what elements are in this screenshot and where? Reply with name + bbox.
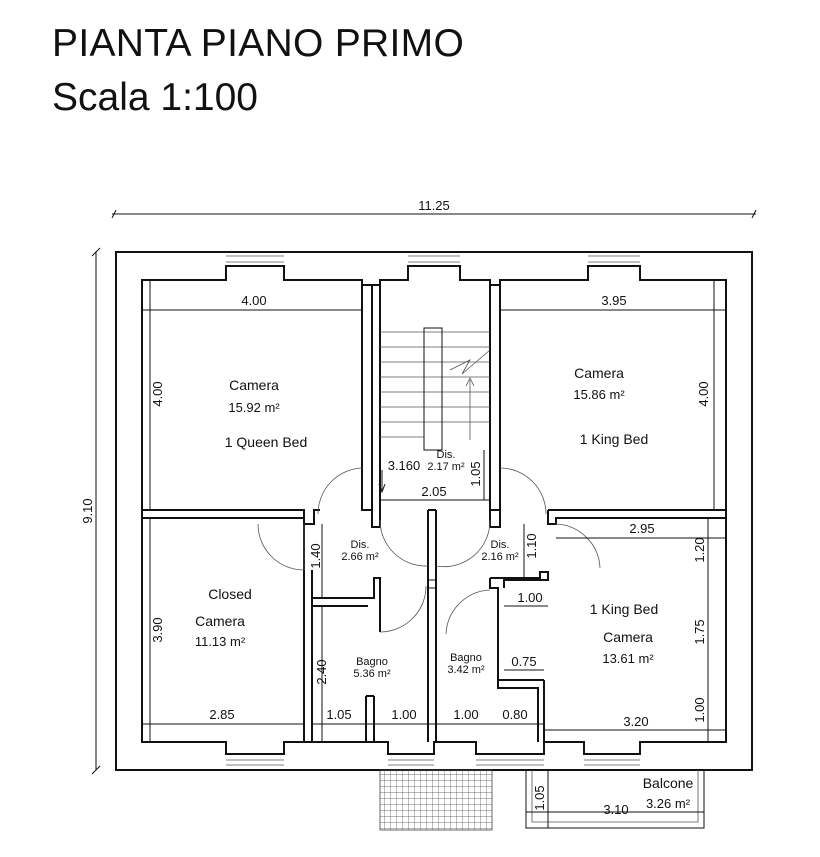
dim-balcony-width: 3.10 xyxy=(603,802,628,817)
dim-bottom-0-80: 0.80 xyxy=(502,707,527,722)
dim-room5-width-100: 1.00 xyxy=(517,590,542,605)
room1-bed: 1 Queen Bed xyxy=(225,434,308,450)
dim-total-depth: 9.10 xyxy=(80,498,95,523)
dimension-lines xyxy=(91,209,757,828)
room4-area: 11.13 m² xyxy=(195,634,246,649)
scale-label: Scala 1:100 xyxy=(52,76,258,119)
dim-bottom-1-00-a: 1.00 xyxy=(391,707,416,722)
dim-room5-height-175: 1.75 xyxy=(692,619,707,644)
dim-room2-depth: 4.00 xyxy=(696,381,711,406)
dim-total-width: 11.25 xyxy=(418,198,450,213)
outer-walls xyxy=(115,251,753,771)
dim-dis-left-height: 1.40 xyxy=(308,543,323,568)
room4-name: Camera xyxy=(195,613,245,629)
dim-bagno-left-height: 2.40 xyxy=(314,659,329,684)
dim-bottom-1-00-b: 1.00 xyxy=(453,707,478,722)
staircase xyxy=(378,327,491,494)
dim-room4-depth: 3.90 xyxy=(150,617,165,642)
dis-right-name: Dis. xyxy=(491,539,510,551)
dim-room4-width: 2.85 xyxy=(209,707,234,722)
room5-name: Camera xyxy=(603,629,653,645)
bagno-right-area: 3.42 m² xyxy=(447,664,485,676)
dim-room1-width: 4.00 xyxy=(241,293,266,308)
dis-right-area: 2.16 m² xyxy=(481,551,519,563)
dimension-labels: 11.25 9.10 4.00 4.00 3.95 4.00 2.05 1.05… xyxy=(80,198,711,817)
dim-room5-width-075: 0.75 xyxy=(511,654,536,669)
dis-center-area: 2.17 m² xyxy=(427,461,465,473)
balcony-area: 3.26 m² xyxy=(646,796,691,811)
bagno-left-name: Bagno xyxy=(356,656,388,668)
interior-walls xyxy=(142,280,726,742)
room2-area: 15.86 m² xyxy=(573,387,625,402)
dim-dis-right-height: 1.10 xyxy=(524,533,539,558)
bagno-left-area: 5.36 m² xyxy=(353,668,391,680)
dim-room5-height-120: 1.20 xyxy=(692,537,707,562)
room-labels: Camera 15.92 m² 1 Queen Bed Camera 15.86… xyxy=(195,365,694,811)
bagno-right-name: Bagno xyxy=(450,652,482,664)
dim-bottom-1-05: 1.05 xyxy=(326,707,351,722)
dis-left-name: Dis. xyxy=(351,539,370,551)
door-swings xyxy=(257,467,601,635)
dim-corridor-width: 2.05 xyxy=(421,484,446,499)
room5-bed: 1 King Bed xyxy=(590,601,659,617)
room1-area: 15.92 m² xyxy=(228,400,280,415)
page-title: PIANTA PIANO PRIMO xyxy=(52,22,465,65)
dim-room5-width-320: 3.20 xyxy=(623,714,648,729)
balcony xyxy=(379,769,705,831)
room5-area: 13.61 m² xyxy=(602,651,654,666)
dim-balcony-depth: 1.05 xyxy=(532,785,547,810)
dim-stair-number: 3.160 xyxy=(388,458,421,473)
room2-name: Camera xyxy=(574,365,624,381)
room2-bed: 1 King Bed xyxy=(580,431,649,447)
room4-status: Closed xyxy=(208,586,252,602)
dim-room1-depth: 4.00 xyxy=(150,381,165,406)
balcony-name: Balcone xyxy=(643,775,694,791)
room1-name: Camera xyxy=(229,377,279,393)
dim-room2-width: 3.95 xyxy=(601,293,626,308)
dis-left-area: 2.66 m² xyxy=(341,551,379,563)
dim-room5-width-top: 2.95 xyxy=(629,521,654,536)
dis-center-name: Dis. xyxy=(437,449,456,461)
dim-corridor-depth: 1.05 xyxy=(468,461,483,486)
dim-room5-height-100: 1.00 xyxy=(692,697,707,722)
